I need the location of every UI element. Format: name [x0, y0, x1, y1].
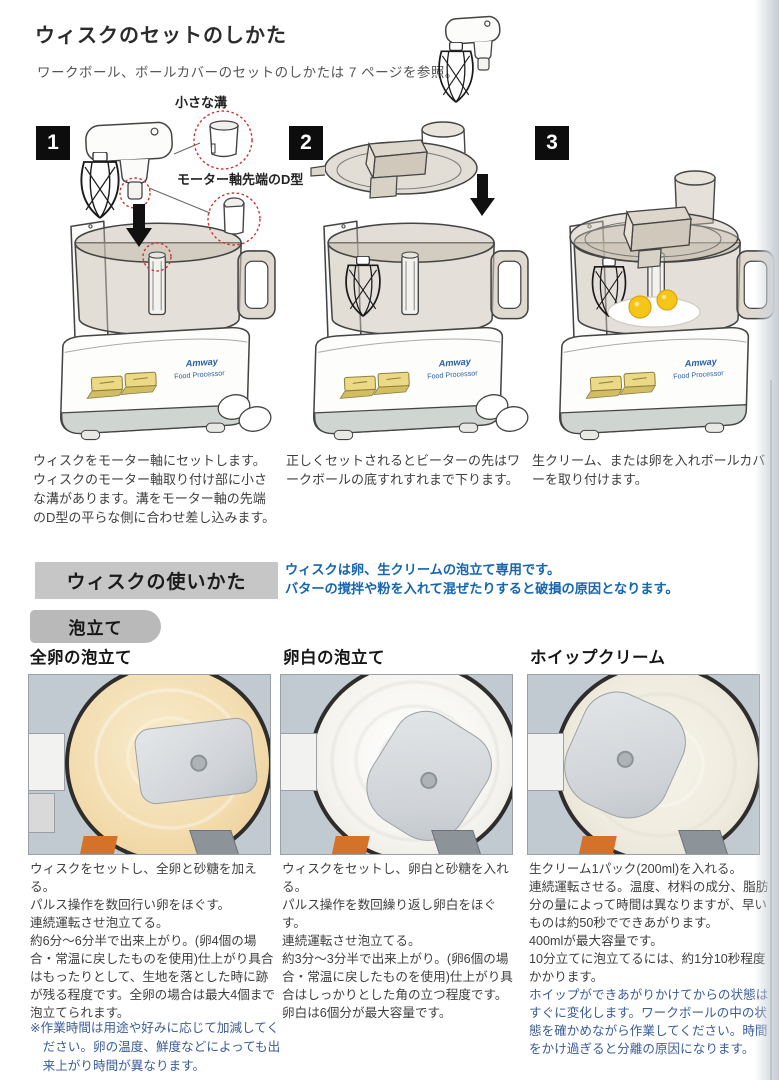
step-3-drawing: [558, 170, 775, 441]
instruction-line: 400mlが最大容量です。: [529, 934, 663, 948]
instruction-line: 生クリーム1パック(200ml)を入れる。: [529, 862, 743, 876]
instruction-line: 10分立てに泡立てるには、約1分10秒程度かかります。: [529, 952, 766, 984]
page-edge-line: [770, 380, 772, 1080]
step-3-number: 3: [535, 126, 569, 160]
step-2-number: 2: [289, 126, 323, 160]
instruction-line: パルス操作を数回行い卵をほぐす。: [30, 898, 231, 912]
usage-lead-line2: バターの撹拌や粉を入れて混ぜたりすると破損の原因となります。: [285, 580, 679, 596]
step-2-caption: 正しくセットされるとビーターの先はワークボールの底すれすれまで下ります。: [286, 453, 521, 487]
callout-label-d-shape: モーター軸先端のD型: [177, 172, 304, 187]
whole-egg-heading: 全卵の泡立て: [30, 649, 132, 667]
instruction-line: 約6分～6分半で出来上がり。(卵4個の場合・常温に戻したものを使用)仕上がり具合…: [30, 934, 276, 1020]
instruction-line: 卵白は6個分が最大容量です。: [282, 1006, 452, 1020]
orange-base-piece: [78, 836, 118, 854]
egg-white-heading: 卵白の泡立て: [283, 649, 385, 667]
bowl-latch: [528, 733, 564, 791]
step-2-illustration: 2: [281, 116, 531, 452]
whipped-cream-warning: ホイップができあがりかけてからの状態はすぐに変化します。ワークボールの中の状態を…: [529, 988, 769, 1056]
instruction-line: ウィスクをセットし、卵白と砂糖を入れる。: [282, 862, 509, 894]
instruction-line: ウィスクをセットし、全卵と砂糖を加える。: [30, 862, 257, 894]
step-1-number: 1: [36, 126, 70, 160]
instruction-line: 連続運転させ泡立てる。: [282, 934, 421, 948]
step-3-caption: 生クリーム、または卵を入れボールカバーを取り付けます。: [532, 453, 766, 487]
whisk-attachment-icon: [438, 15, 501, 104]
bowl-latch: [281, 733, 317, 791]
usage-lead-line1: ウィスクは卵、生クリームの泡立て専用です。: [285, 562, 561, 577]
step-1-drawing: [59, 110, 276, 441]
usage-lead-text: ウィスクは卵、生クリームの泡立て専用です。 バターの撹拌や粉を入れて混ぜたりする…: [285, 561, 765, 598]
whipped-cream-instructions: 生クリーム1パック(200ml)を入れる。 連続運転させる。温度、材料の成分、脂…: [529, 860, 769, 1058]
instruction-line: 約3分～3分半で出来上がり。(卵6個の場合・常温に戻したものを使用)仕上がり具合…: [282, 952, 513, 1002]
whipped-cream-heading: ホイップクリーム: [530, 649, 666, 667]
bowl-latch-lower: [29, 793, 55, 833]
page-title: ウィスクのセットのしかた: [35, 25, 287, 47]
whole-egg-photo: [28, 674, 271, 855]
whipping-subsection-title: 泡立て: [30, 610, 161, 643]
orange-base-piece: [330, 836, 370, 854]
step-2-drawing: [310, 121, 529, 441]
step-1-illustration: 1: [28, 110, 278, 452]
orange-base-piece: [577, 836, 617, 854]
step-3-illustration: 3: [527, 116, 777, 452]
instruction-line: パルス操作を数回繰り返し卵白をほぐす。: [282, 898, 497, 930]
callout-label-groove: 小さな溝: [175, 95, 228, 110]
egg-white-photo: [280, 674, 513, 855]
instruction-line: 連続運転させる。温度、材料の成分、脂肪分の量によって時間は異なりますが、早いもの…: [529, 880, 769, 930]
whipped-cream-photo: [527, 674, 760, 855]
bowl-latch: [29, 733, 65, 791]
page-edge-shadow: [755, 0, 779, 1080]
step-1-caption: ウィスクをモーター軸にセットします。ウィスクのモーター軸取り付け部に小さな溝があ…: [33, 453, 276, 525]
whisk-paddle: [132, 716, 260, 806]
instruction-line: 連続運転させ泡立てる。: [30, 916, 169, 930]
page-subtitle: ワークボール、ボールカバーのセットのしかたは 7 ページを参照。: [37, 65, 459, 80]
whole-egg-instructions: ウィスクをセットし、全卵と砂糖を加える。 パルス操作を数回行い卵をほぐす。 連続…: [30, 860, 277, 1022]
egg-white-instructions: ウィスクをセットし、卵白と砂糖を入れる。 パルス操作を数回繰り返し卵白をほぐす。…: [282, 860, 519, 1022]
footnote: ※作業時間は用途や好みに応じて加減してください。卵の温度、鮮度などによっても出来…: [30, 1021, 281, 1073]
usage-section-title: ウィスクの使いかた: [35, 562, 278, 599]
